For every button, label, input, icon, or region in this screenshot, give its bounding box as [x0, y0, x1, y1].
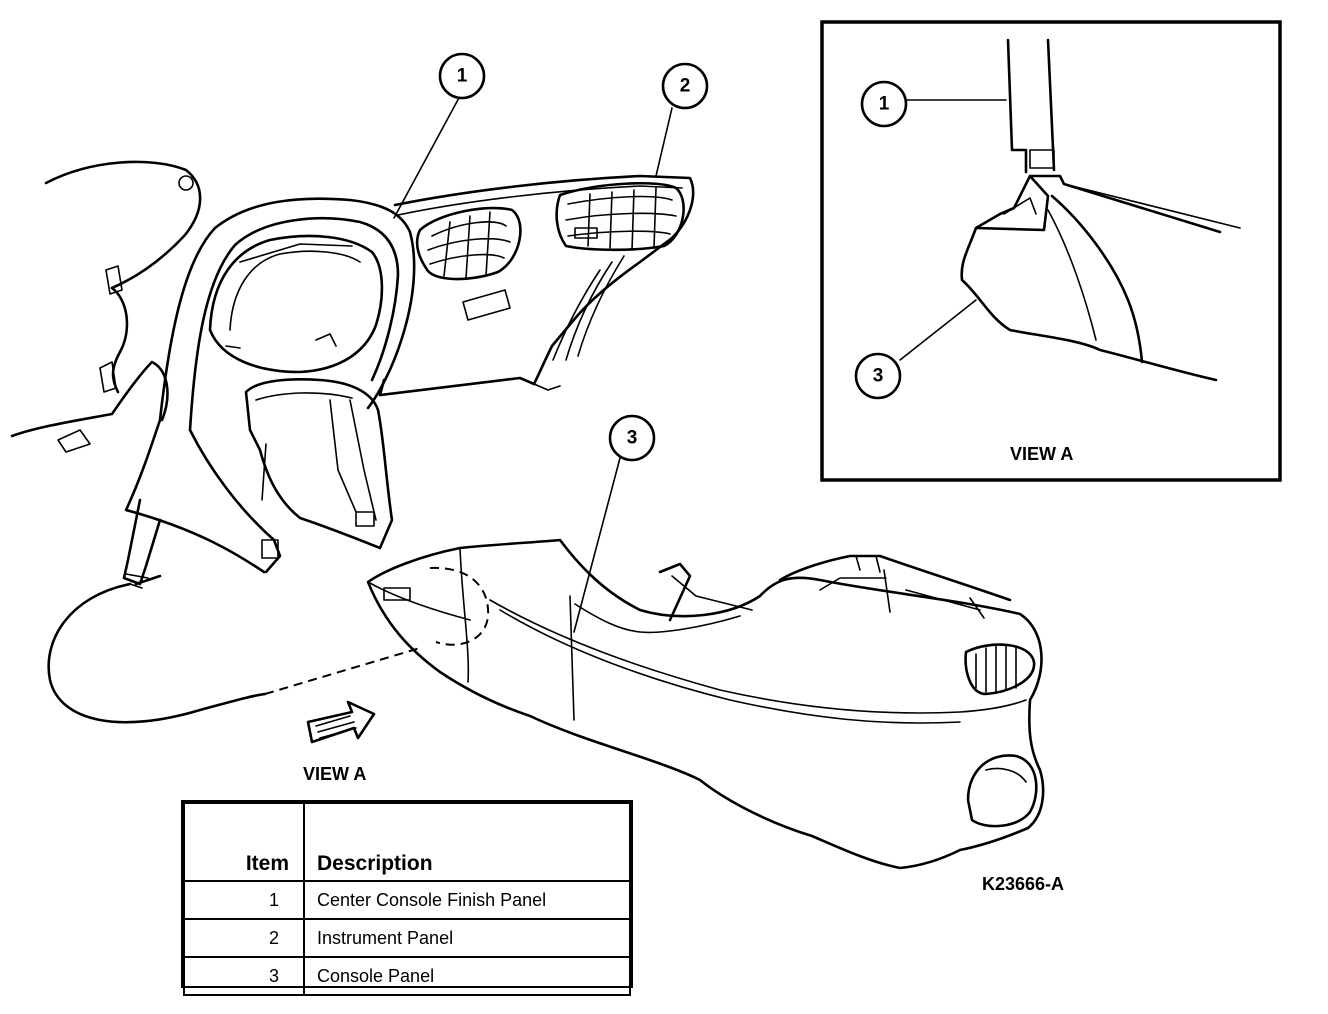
svg-text:3: 3 — [873, 366, 884, 387]
legend-table: Item Description 1 Center Console Finish… — [181, 800, 633, 996]
legend-item-number: 2 — [183, 918, 305, 958]
console-panel-drawing — [366, 538, 1045, 870]
figure-code: K23666-A — [982, 874, 1064, 894]
legend-row: 1 Center Console Finish Panel — [183, 880, 631, 920]
svg-text:1: 1 — [879, 94, 890, 115]
legend-row: 2 Instrument Panel — [183, 918, 631, 958]
legend-item-description: Instrument Panel — [303, 918, 631, 958]
inset-callout-3: 3 — [854, 352, 902, 400]
inset-callout-1: 1 — [860, 80, 908, 128]
callout-2: 2 — [661, 62, 709, 110]
view-detail-leader — [264, 647, 421, 695]
leader-3 — [573, 457, 621, 633]
leader-1 — [393, 95, 461, 219]
finish-panel-drawing — [10, 160, 416, 589]
view-a-label: VIEW A — [303, 764, 366, 784]
legend-header-item: Item — [183, 802, 305, 882]
legend-item-number: 1 — [183, 880, 305, 920]
svg-text:3: 3 — [627, 428, 638, 449]
legend-row: 3 Console Panel — [183, 956, 631, 996]
instrument-panel-drawing — [378, 174, 695, 397]
inset-drawing — [899, 38, 1241, 382]
callout-3: 3 — [608, 414, 656, 462]
legend-item-description: Center Console Finish Panel — [303, 880, 631, 920]
view-detail-loop — [47, 582, 267, 724]
view-a-arrow — [306, 700, 376, 744]
svg-text:1: 1 — [457, 66, 468, 87]
legend-item-number: 3 — [183, 956, 305, 996]
svg-text:2: 2 — [680, 76, 691, 97]
callout-1: 1 — [438, 52, 486, 100]
view-detail-ellipse — [429, 566, 490, 646]
inset-view-a-label: VIEW A — [1010, 444, 1073, 464]
legend-header-row: Item Description — [183, 802, 631, 882]
legend-item-description: Console Panel — [303, 956, 631, 996]
leader-2 — [655, 107, 673, 177]
legend-header-description: Description — [303, 802, 631, 882]
